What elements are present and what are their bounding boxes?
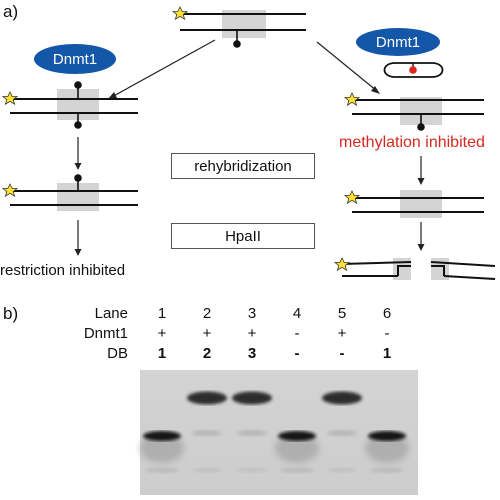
methylation-inhibited-text: methylation inhibited bbox=[339, 134, 485, 151]
restriction-inhibited-text: restriction inhibited bbox=[0, 262, 126, 279]
rehybridization-label: rehybridization bbox=[194, 157, 292, 175]
gel-smear bbox=[140, 433, 184, 463]
methyl-group-icon bbox=[233, 40, 241, 48]
dnmt1-sign: - bbox=[294, 325, 300, 342]
gel-band-cut bbox=[143, 431, 181, 441]
gel-band-cut bbox=[368, 431, 406, 441]
gel-band-cut bbox=[278, 431, 316, 441]
gel-band-faint bbox=[370, 467, 404, 473]
lane-number: 2 bbox=[202, 305, 212, 322]
dnmt1-sign: + bbox=[247, 325, 257, 342]
gel-band-uncut bbox=[232, 391, 272, 405]
panel-a-label: a) bbox=[3, 2, 19, 21]
panel-b-label: b) bbox=[3, 304, 19, 323]
lane-number: 1 bbox=[157, 305, 167, 322]
lane-number: 4 bbox=[292, 305, 302, 322]
hpaii-label: HpaII bbox=[225, 227, 261, 245]
dnmt1-label: Dnmt1 bbox=[52, 50, 98, 68]
gel-lanes bbox=[140, 391, 409, 473]
dnmt1-sign: + bbox=[202, 325, 212, 342]
gel-band-faint bbox=[280, 467, 314, 473]
gel-band-faint bbox=[192, 430, 222, 436]
fluorophore-star-icon bbox=[333, 257, 351, 272]
right-duplex-hemimethylated bbox=[343, 92, 484, 131]
fluorophore-star-icon bbox=[343, 190, 361, 205]
right-duplex-rehybridized bbox=[343, 190, 484, 218]
gel-band-faint bbox=[237, 430, 267, 436]
dnmt1-sign: + bbox=[157, 325, 167, 342]
gel-band-uncut bbox=[187, 391, 227, 405]
row-label-lane: Lane bbox=[94, 305, 128, 322]
dnmt1-label: Dnmt1 bbox=[375, 33, 421, 51]
dnmt1-sign: + bbox=[337, 325, 347, 342]
db-value: 2 bbox=[202, 345, 212, 362]
gel-band-faint bbox=[145, 467, 179, 473]
dnmt1-enzyme-left: Dnmt1 bbox=[34, 44, 116, 74]
fluorophore-star-icon bbox=[171, 6, 189, 21]
gel-smear bbox=[275, 433, 319, 463]
fluorophore-star-icon bbox=[343, 92, 361, 107]
row-label-db: DB bbox=[107, 345, 128, 362]
db-value: - bbox=[294, 345, 300, 362]
gel-image bbox=[140, 370, 418, 495]
left-duplex-methylated bbox=[1, 81, 138, 129]
db-value: 1 bbox=[157, 345, 167, 362]
lane-number: 3 bbox=[247, 305, 257, 322]
fluorophore-star-icon bbox=[1, 183, 19, 198]
dnmt1-enzyme-right: Dnmt1 bbox=[356, 28, 440, 56]
gel-band-faint bbox=[237, 467, 267, 473]
db-value: 1 bbox=[382, 345, 392, 362]
left-duplex-rehybridized bbox=[1, 174, 138, 211]
gel-smear bbox=[365, 433, 409, 463]
db-value: 3 bbox=[247, 345, 257, 362]
fluorophore-star-icon bbox=[1, 91, 19, 106]
lane-number: 6 bbox=[382, 305, 392, 322]
gel-band-uncut bbox=[322, 391, 362, 405]
gel-band-faint bbox=[327, 467, 357, 473]
row-label-dnmt1: Dnmt1 bbox=[83, 325, 128, 342]
top-duplex bbox=[171, 6, 306, 48]
gel-band-faint bbox=[327, 430, 357, 436]
hpaii-step-box: HpaII bbox=[171, 223, 315, 249]
lane-number: 5 bbox=[337, 305, 347, 322]
db-value: - bbox=[339, 345, 345, 362]
dnmt1-sign: - bbox=[384, 325, 390, 342]
cleaved-fragments bbox=[333, 257, 496, 280]
rehybridization-step-box: rehybridization bbox=[171, 153, 315, 179]
gel-band-faint bbox=[192, 467, 222, 473]
inhibitor-hairpin-icon bbox=[383, 62, 444, 78]
